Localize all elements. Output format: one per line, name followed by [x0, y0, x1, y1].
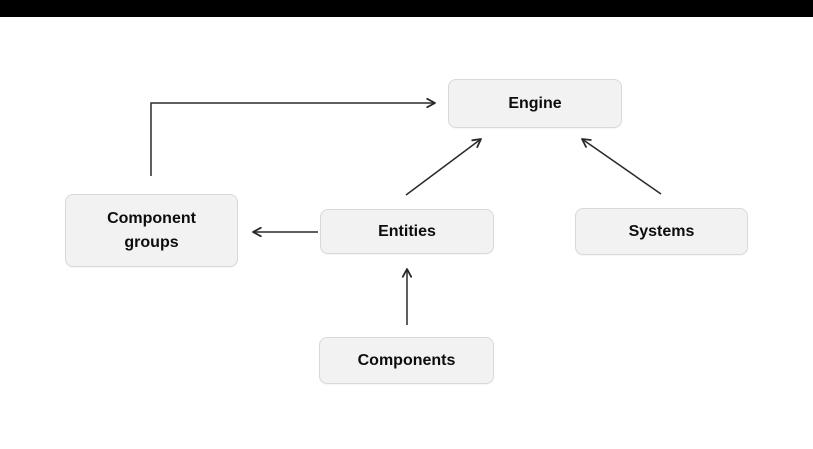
node-entities: Entities — [320, 209, 494, 254]
edge-systems-to-engine — [581, 138, 662, 195]
node-systems: Systems — [575, 208, 748, 255]
node-engine: Engine — [448, 79, 622, 128]
node-component-groups-label: Component groups — [107, 210, 196, 251]
letterbox-top-bar — [0, 0, 813, 17]
node-components: Components — [319, 337, 494, 384]
node-entities-label: Entities — [378, 222, 436, 240]
node-systems-label: Systems — [628, 222, 695, 240]
node-component-groups: Component groups — [65, 194, 238, 267]
node-engine-label: Engine — [508, 94, 562, 112]
node-components-label: Components — [357, 351, 456, 369]
edge-component-groups-to-engine — [150, 97, 436, 176]
edge-entities-to-engine — [405, 138, 482, 196]
